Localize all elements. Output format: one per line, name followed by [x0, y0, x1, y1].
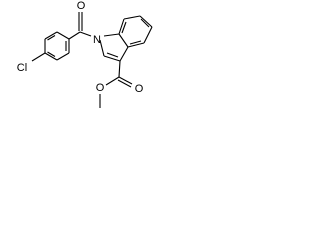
benzoyl-carbonyl	[68, 12, 92, 40]
indole-pyrrole-ring	[99, 33, 129, 62]
double-bond-inner	[106, 52, 119, 58]
double-bond-inner	[47, 51, 56, 57]
nitrogen-label: N	[93, 34, 101, 46]
bond	[99, 39, 105, 57]
bond	[123, 15, 141, 20]
bond	[68, 31, 81, 40]
double-bond-inner	[121, 21, 127, 34]
bond	[44, 31, 58, 40]
bond	[119, 46, 129, 62]
bond	[118, 18, 125, 35]
ester-carbonyl-double-bond	[118, 76, 133, 85]
double-bond-inner	[47, 35, 56, 41]
double-bond-inner	[129, 40, 142, 45]
carbonyl-oxygen-label: O	[77, 0, 86, 12]
bond	[143, 26, 153, 44]
bond	[127, 42, 145, 48]
ester-oxygen-label: O	[96, 82, 105, 94]
ester-carbonyl-double-bond	[117, 79, 132, 88]
bond	[103, 33, 120, 37]
chemical-structure-diagram: N O Cl O O	[17, 0, 153, 108]
bond	[56, 31, 70, 40]
ester-carbonyl-oxygen-label: O	[135, 83, 144, 95]
bond	[118, 60, 121, 78]
bond	[139, 15, 153, 28]
bond	[103, 55, 121, 62]
bond-carbonyl-to-nitrogen	[79, 31, 92, 37]
bond	[105, 76, 120, 86]
bond-to-chlorine	[31, 52, 46, 62]
bond	[44, 52, 58, 61]
indole-benzene-ring	[118, 15, 153, 48]
chlorophenyl-ring	[31, 31, 70, 62]
bond	[118, 33, 129, 48]
methyl-ester	[99, 60, 133, 108]
double-bond-inner	[140, 18, 150, 28]
bond	[56, 52, 70, 61]
chlorine-label: Cl	[17, 62, 27, 74]
